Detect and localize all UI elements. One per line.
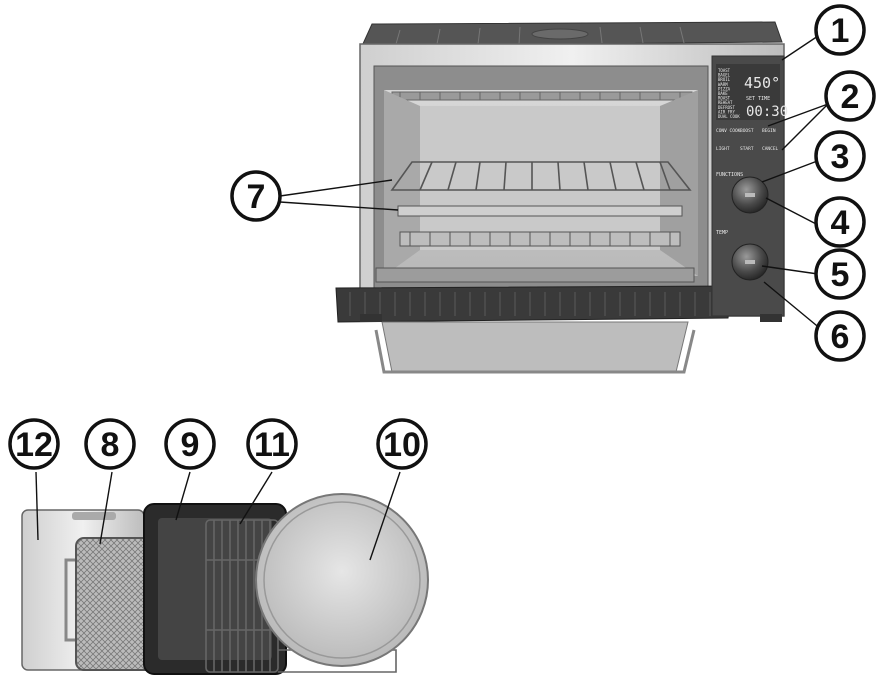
oven-foot-left — [360, 314, 382, 322]
function-list-item: ROAST — [718, 96, 731, 101]
callout-circle — [824, 70, 876, 122]
function-list-item: DUAL COOK — [718, 114, 740, 119]
left-wall — [384, 90, 420, 276]
callout-7: 7 — [230, 170, 282, 222]
control-display — [716, 64, 780, 120]
oven-foot-right — [760, 314, 782, 322]
callout-9: 9 — [164, 418, 216, 470]
back-wall — [420, 106, 660, 250]
callout-number: 4 — [831, 204, 850, 242]
display-set-time-label: SET TIME — [746, 96, 770, 102]
callout-1: 1 — [814, 4, 866, 56]
callout-circle — [814, 130, 866, 182]
air-fry-basket-handle — [64, 558, 80, 642]
toaster-oven: 450° SET TIME 00:30 TOASTBAGELBROILWARMP… — [335, 21, 788, 374]
rack-rail — [397, 205, 683, 217]
panel-button[interactable]: START — [740, 146, 754, 152]
callout-circle — [8, 418, 60, 470]
accessories — [21, 493, 429, 675]
function-list: TOASTBAGELBROILWARMPIZZABAKEROASTREHEATD… — [718, 68, 740, 119]
callout-circle — [230, 170, 282, 222]
knob1-label: FUNCTIONS — [716, 172, 743, 178]
callout-circle — [84, 418, 136, 470]
bottom-element-ribs — [409, 232, 671, 246]
callout-number: 8 — [101, 426, 120, 464]
callout-6: 6 — [814, 310, 866, 362]
callout-circle — [246, 418, 298, 470]
callout-circle — [164, 418, 216, 470]
temperature-knob-indicator — [745, 260, 755, 264]
door-handle — [374, 329, 696, 374]
display-temperature: 450° — [744, 74, 780, 92]
right-wall — [660, 90, 698, 276]
function-list-item: AIR FRY — [718, 109, 735, 114]
function-list-item: BAKE — [718, 91, 728, 96]
function-knob-indicator — [745, 193, 755, 197]
crumb-tray — [375, 267, 695, 283]
wire-rack — [390, 161, 692, 191]
dark-baking-pan-inner — [158, 518, 272, 660]
function-list-item: PIZZA — [718, 86, 731, 91]
top-heating-element — [391, 91, 693, 101]
panel-button[interactable]: BEGIN — [762, 128, 776, 134]
callout-circle — [814, 248, 866, 300]
callout-number: 2 — [841, 78, 860, 116]
panel-button[interactable]: BOOST — [740, 128, 754, 134]
callout-11: 11 — [246, 418, 298, 470]
callout-5: 5 — [814, 248, 866, 300]
function-list-item: BROIL — [718, 77, 731, 82]
callout-circle — [814, 310, 866, 362]
top-fan-vent — [531, 28, 589, 40]
door-glass — [381, 321, 689, 373]
pizza-pan-rim — [263, 501, 421, 659]
function-list-item: BAGEL — [718, 73, 731, 78]
baking-tray-handle-slot — [72, 512, 116, 520]
top-element-ribs — [399, 92, 681, 100]
callout-number: 9 — [181, 426, 200, 464]
function-list-item: WARM — [718, 82, 728, 87]
callout-number: 6 — [831, 318, 850, 356]
panel-button[interactable]: LIGHT — [716, 146, 730, 152]
callout-number: 1 — [831, 12, 850, 50]
knob2-label: TEMP — [716, 230, 728, 236]
pizza-pan — [255, 493, 429, 667]
callout-2: 2 — [824, 70, 876, 122]
callout-number: 5 — [831, 256, 850, 294]
oven-top-vents — [395, 26, 685, 45]
function-list-item: REHEAT — [718, 100, 733, 105]
function-list-item: TOAST — [718, 68, 731, 73]
callout-circle — [814, 4, 866, 56]
function-list-item: DEFROST — [718, 105, 735, 110]
callout-number: 10 — [383, 426, 421, 464]
panel-button[interactable]: CANCEL — [762, 146, 779, 152]
callout-number: 7 — [247, 178, 266, 216]
leader-lines — [35, 35, 829, 561]
bottom-heating-element — [399, 231, 681, 247]
panel-button[interactable]: CONV COOK — [716, 128, 741, 134]
callout-3: 3 — [814, 130, 866, 182]
callout-number: 11 — [254, 426, 290, 464]
oven-door — [335, 285, 733, 323]
callout-number: 12 — [15, 426, 53, 464]
callout-number: 3 — [831, 138, 850, 176]
callout-10: 10 — [376, 418, 428, 470]
callout-circle — [814, 196, 866, 248]
door-ribs — [349, 292, 711, 316]
callout-circle — [376, 418, 428, 470]
callout-4: 4 — [814, 196, 866, 248]
callout-8: 8 — [84, 418, 136, 470]
display-time: 00:30 — [746, 104, 788, 120]
callout-12: 12 — [8, 418, 60, 470]
